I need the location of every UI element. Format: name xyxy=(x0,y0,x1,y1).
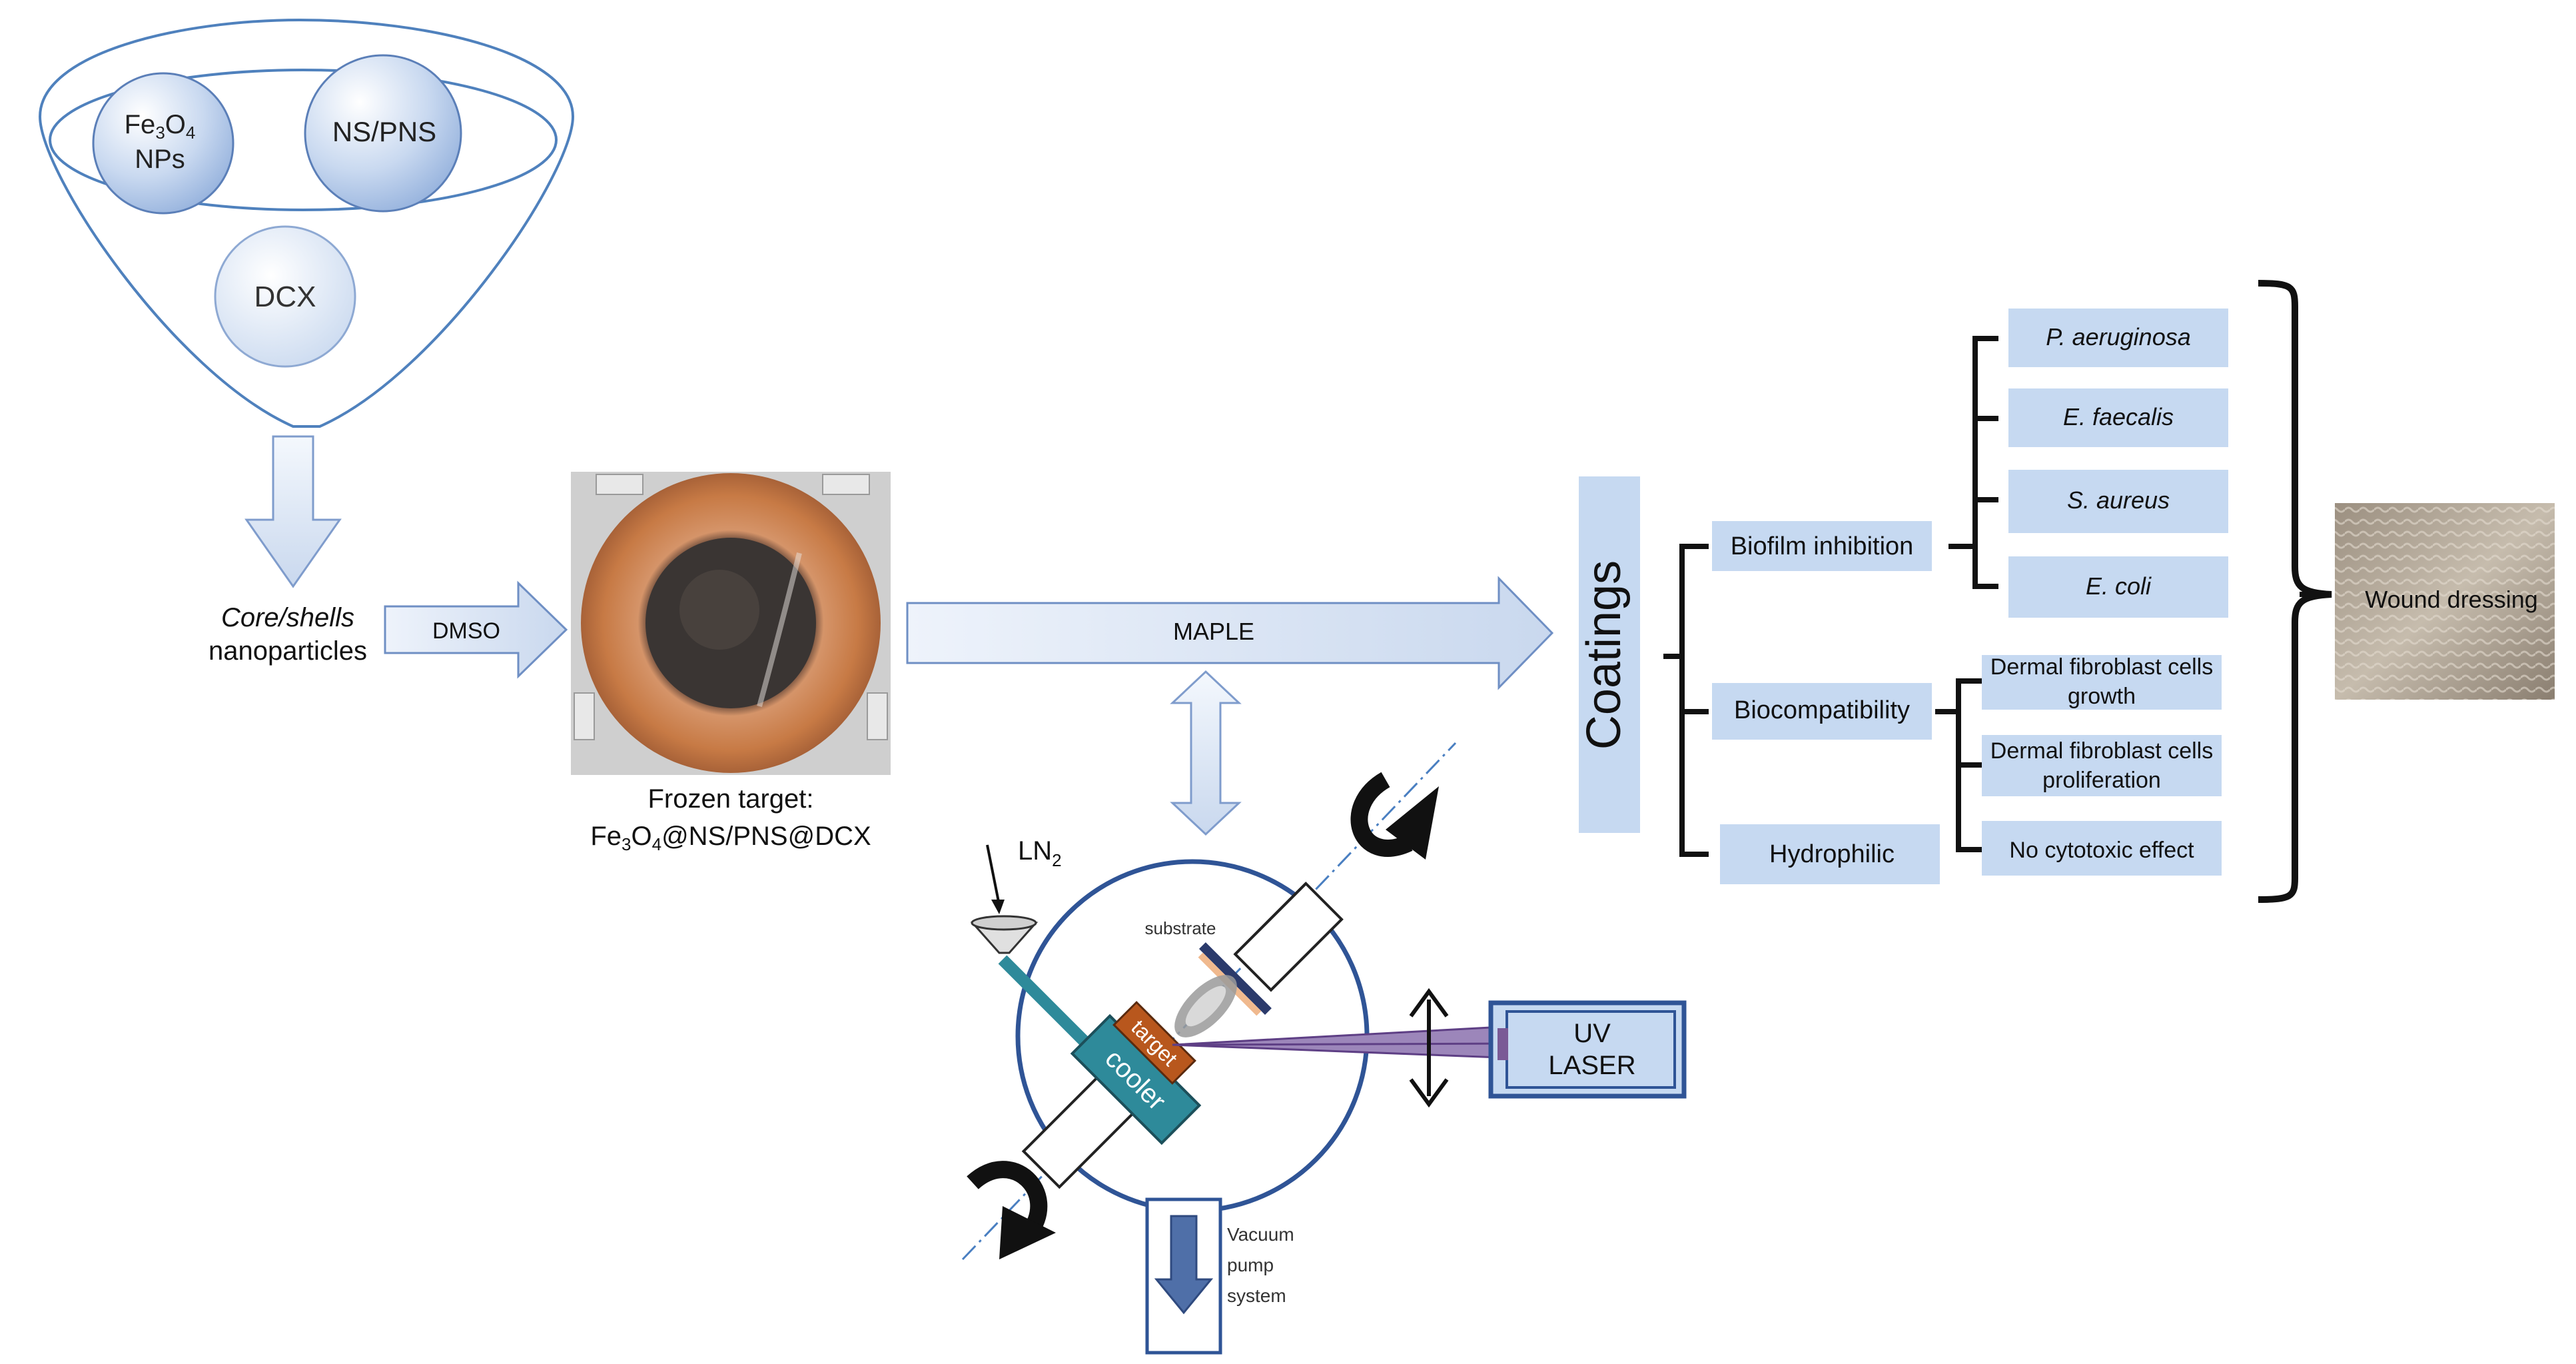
frozen-target-line1: Frozen target: xyxy=(647,784,813,814)
vacuum-chamber: substrate LN2 cooler target xyxy=(961,742,1687,1355)
maple-arrow xyxy=(906,576,1554,690)
fe3o4-sub1: 3 xyxy=(155,123,165,143)
substrate-label: substrate xyxy=(1145,918,1216,938)
vacuum-arrow xyxy=(1154,1215,1214,1315)
down-arrow-funnel xyxy=(244,435,342,588)
vapour-streak xyxy=(757,552,802,708)
ns-pns-ball xyxy=(304,54,462,213)
ln2-cone-top xyxy=(971,915,1037,931)
bacteria-box-4 xyxy=(2008,556,2228,618)
dmso-arrow xyxy=(384,580,568,679)
funnel-outline xyxy=(38,18,575,428)
photo-clip-top-right xyxy=(822,474,870,495)
cells-label-1b: growth xyxy=(2068,684,2136,709)
frozen-fe: Fe xyxy=(590,822,622,851)
scan-arrow-head-up xyxy=(1409,988,1449,1018)
photo-clip-left xyxy=(574,692,595,740)
biofilm-label: Biofilm inhibition xyxy=(1731,532,1914,560)
substrate-holder-edge xyxy=(1234,882,1307,956)
core-shells-label: Core/shells xyxy=(221,603,354,632)
frozen-sub1: 3 xyxy=(622,834,631,854)
rotation-arrow-bottom xyxy=(967,1161,1048,1238)
coatings-bracket xyxy=(1663,544,1709,857)
cells-label-1a: Dermal fibroblast cells xyxy=(1990,654,2213,680)
rotation-arrow-top-head xyxy=(1386,786,1439,860)
laser-beam xyxy=(1172,1025,1517,1059)
coatings-label: Coatings xyxy=(1577,560,1631,750)
cells-box-1 xyxy=(1982,655,2222,710)
fe3o4-sub2: 4 xyxy=(186,123,195,143)
uv-laser-aperture xyxy=(1498,1028,1508,1060)
ln2-arrow-shaft xyxy=(986,844,1001,906)
coatings-box xyxy=(1579,476,1640,833)
laser-label: LASER xyxy=(1548,1051,1635,1080)
wound-dressing-label: Wound dressing xyxy=(2365,586,2538,613)
photo-clip-top-left xyxy=(596,474,644,495)
frozen-material-texture xyxy=(679,570,759,650)
dcx-ball xyxy=(214,225,356,368)
bacteria-bracket xyxy=(1948,336,1998,589)
dmso-label: DMSO xyxy=(432,618,500,644)
bacteria-box-3 xyxy=(2008,470,2228,533)
bacteria-label-4: E. coli xyxy=(2086,572,2152,600)
ln2-arrow-head xyxy=(991,900,1005,914)
rotation-arrow-bottom-head xyxy=(999,1206,1056,1259)
frozen-target-line2: Fe3O4@NS/PNS@DCX xyxy=(590,822,871,854)
maple-label: MAPLE xyxy=(1173,618,1254,645)
ln2-main: LN xyxy=(1018,836,1052,866)
bacteria-box-2 xyxy=(2008,388,2228,447)
fe3o4-label: Fe3O4 xyxy=(125,110,196,143)
vacuum-label-1: Vacuum xyxy=(1227,1224,1294,1245)
fe3o4-o: O xyxy=(165,110,186,139)
substrate-holder xyxy=(1233,882,1344,992)
biofilm-box xyxy=(1712,521,1932,571)
dcx-label: DCX xyxy=(254,281,316,313)
cells-label-2a: Dermal fibroblast cells xyxy=(1990,738,2213,764)
cells-box-3 xyxy=(1982,821,2222,876)
rotation-arrow-top xyxy=(1350,772,1413,857)
nps-label: NPs xyxy=(135,145,185,174)
vertical-double-arrow xyxy=(1170,670,1242,836)
biocompat-box xyxy=(1712,683,1932,740)
ln2-sub: 2 xyxy=(1052,850,1061,870)
funnel-rim xyxy=(49,69,558,211)
uv-label: UV xyxy=(1573,1019,1611,1048)
ln2-label: LN2 xyxy=(1018,836,1062,870)
frozen-rest: @NS/PNS@DCX xyxy=(661,822,871,851)
substrate-plate xyxy=(1199,942,1272,1015)
vacuum-label-2: pump xyxy=(1227,1255,1274,1275)
nanoparticles-label: nanoparticles xyxy=(209,636,367,666)
hydrophilic-label: Hydrophilic xyxy=(1769,840,1895,868)
frozen-target-photo xyxy=(571,472,891,775)
bacteria-label-1: P. aeruginosa xyxy=(2046,323,2191,350)
scan-arrow-head-down xyxy=(1409,1078,1449,1108)
uv-laser-outer xyxy=(1488,1000,1687,1099)
vacuum-label-3: system xyxy=(1227,1285,1286,1306)
funnel: Fe3O4 NPs NS/PNS DCX xyxy=(38,18,575,428)
cells-label-3: No cytotoxic effect xyxy=(2009,838,2194,863)
biocompat-label: Biocompatibility xyxy=(1734,696,1910,724)
wound-dressing-bracket xyxy=(2258,280,2332,903)
cells-bracket xyxy=(1935,678,1982,852)
fe3o4-nps-ball xyxy=(92,72,234,215)
laser-beam-core xyxy=(1175,1042,1516,1046)
bacteria-box-1 xyxy=(2008,309,2228,367)
hydrophilic-box xyxy=(1720,824,1940,884)
bacteria-label-3: S. aureus xyxy=(2067,486,2170,514)
cells-label-2b: proliferation xyxy=(2042,768,2161,793)
frozen-o: O xyxy=(631,822,651,851)
frozen-sub2: 4 xyxy=(652,834,661,854)
wound-dressing-texture xyxy=(2335,503,2555,700)
cells-box-2 xyxy=(1982,735,2222,796)
target-block xyxy=(1112,1001,1196,1085)
ns-pns-label: NS/PNS xyxy=(332,116,436,147)
photo-clip-right xyxy=(867,692,888,740)
ablation-plume-inner xyxy=(1185,986,1226,1027)
bacteria-label-2: E. faecalis xyxy=(2063,403,2174,430)
fe3o4-fe: Fe xyxy=(125,110,156,139)
